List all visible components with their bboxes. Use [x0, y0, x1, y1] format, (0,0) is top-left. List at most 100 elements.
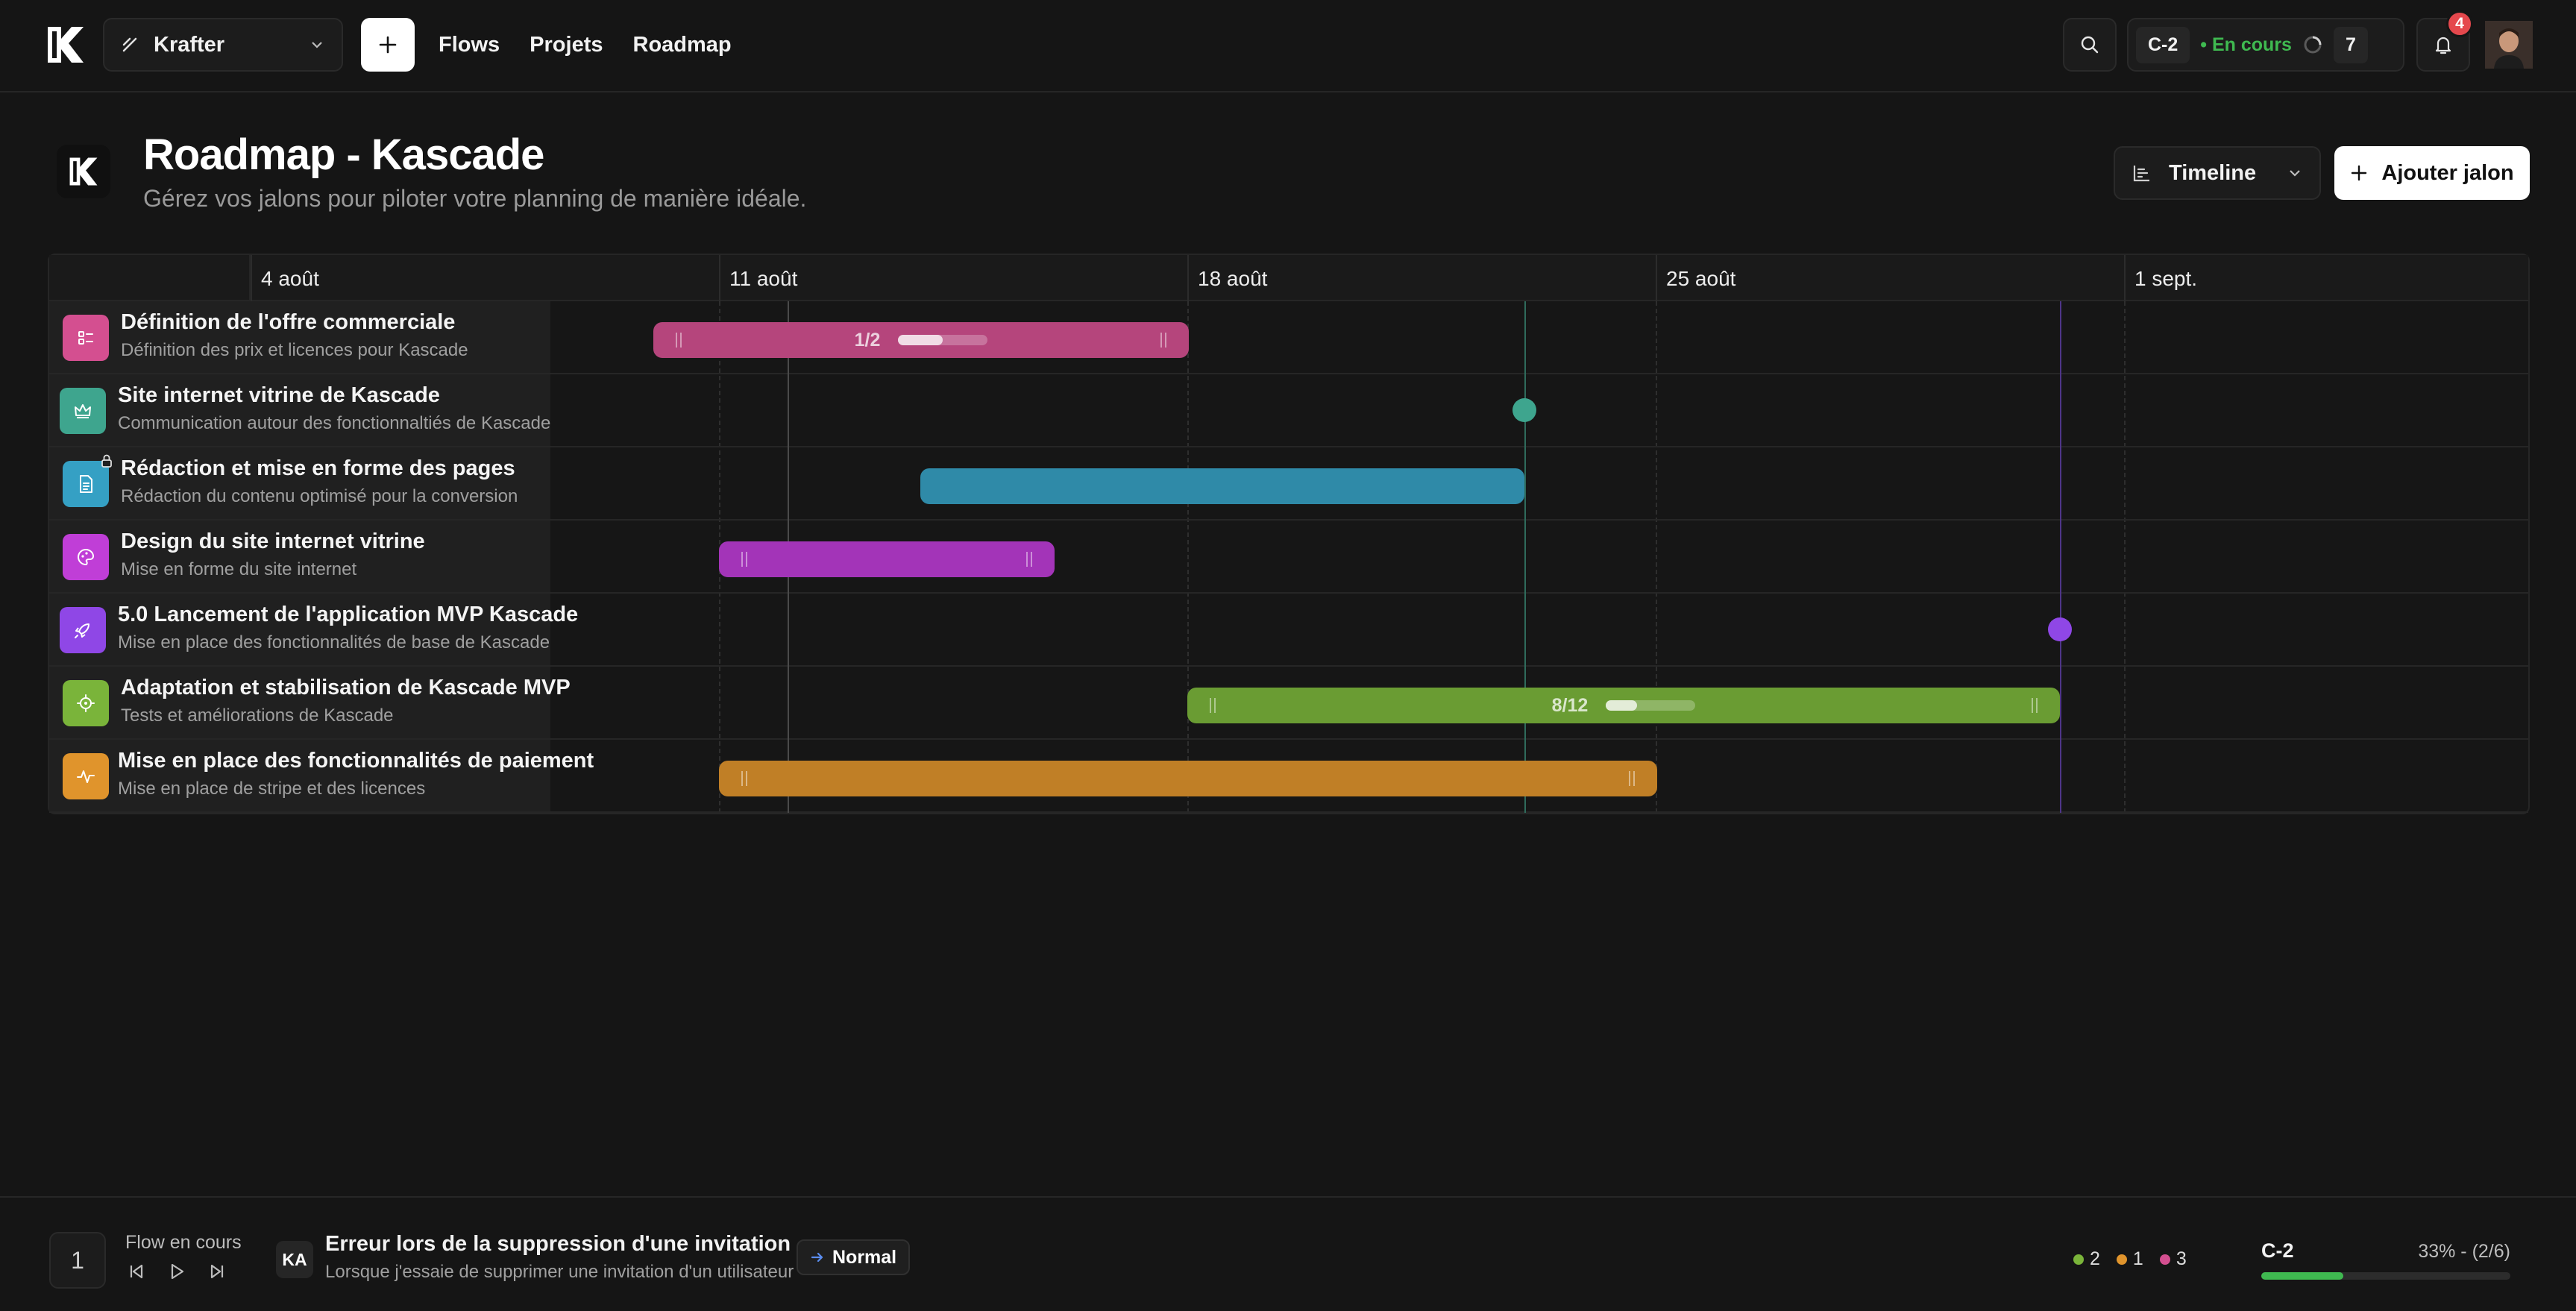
week-gridline — [1656, 301, 1657, 813]
search-icon — [2081, 36, 2099, 54]
week-label: 1 sept. — [2134, 267, 2198, 290]
milestone-row[interactable]: Rédaction et mise en forme des pages Réd… — [49, 447, 2528, 521]
milestone-description: Tests et améliorations de Kascade — [121, 705, 394, 726]
milestone-label-cell[interactable]: Définition de l'offre commerciale Défini… — [49, 301, 550, 373]
cycle-progress-fill — [2261, 1272, 2344, 1280]
priority-badge[interactable]: Normal — [797, 1239, 911, 1275]
task-title[interactable]: Erreur lors de la suppression d'une invi… — [325, 1232, 791, 1256]
top-navigation: Krafter Flows Projets Roadmap C-2 • En c… — [0, 0, 2576, 92]
lock-icon — [100, 453, 113, 468]
nav-projets[interactable]: Projets — [530, 32, 603, 57]
milestone-point[interactable] — [2048, 617, 2072, 641]
workspace-selector[interactable]: Krafter — [103, 18, 343, 72]
current-cycle-widget[interactable]: C-2 • En cours 7 — [2127, 18, 2404, 72]
milestone-bar[interactable] — [920, 468, 1524, 504]
chevron-down-icon — [2287, 165, 2303, 181]
legend-count: 2 — [2090, 1248, 2100, 1269]
milestone-row[interactable]: 5.0 Lancement de l'application MVP Kasca… — [49, 594, 2528, 667]
palette-icon — [63, 534, 109, 580]
cycle-count: 7 — [2333, 26, 2368, 63]
resize-handle-start[interactable] — [741, 552, 747, 567]
milestone-bar[interactable]: 1/2 — [653, 322, 1189, 358]
task-description: Lorsque j'essaie de supprimer une invita… — [325, 1262, 794, 1282]
milestone-progress — [1606, 700, 1696, 711]
week-divider — [251, 255, 252, 301]
priority-label: Normal — [832, 1246, 897, 1268]
nav-flows[interactable]: Flows — [439, 32, 500, 57]
play-icon[interactable] — [167, 1262, 186, 1281]
view-mode-label: Timeline — [2169, 160, 2257, 185]
milestone-point[interactable] — [1512, 398, 1536, 422]
cycle-code: C-2 — [2136, 26, 2190, 63]
notifications-button[interactable]: 4 — [2416, 10, 2473, 72]
milestone-progress-fill — [1606, 700, 1638, 711]
legend-dot — [2159, 1254, 2170, 1265]
week-gridline — [1187, 301, 1189, 813]
user-avatar[interactable] — [2485, 21, 2533, 69]
app-logo-icon[interactable] — [46, 25, 85, 64]
arrow-right-icon — [810, 1250, 825, 1265]
resize-handle-end[interactable] — [1026, 552, 1032, 567]
milestone-description: Mise en forme du site internet — [121, 559, 357, 579]
legend-item: 1 — [2116, 1248, 2143, 1270]
create-button[interactable] — [361, 18, 415, 72]
milestone-title: Design du site internet vitrine — [121, 529, 425, 553]
milestone-title: Adaptation et stabilisation de Kascade M… — [121, 676, 571, 699]
milestone-label-cell[interactable]: Design du site internet vitrine Mise en … — [49, 521, 550, 592]
legend-count: 3 — [2176, 1248, 2187, 1269]
milestone-label-cell[interactable]: Rédaction et mise en forme des pages Réd… — [49, 447, 550, 519]
legend-dot — [2116, 1254, 2127, 1265]
cycle-progress-bar — [2261, 1272, 2510, 1280]
milestone-row[interactable]: Site internet vitrine de Kascade Communi… — [49, 374, 2528, 447]
resize-handle-end[interactable] — [2032, 698, 2038, 713]
milestone-label-cell[interactable]: 5.0 Lancement de l'application MVP Kasca… — [49, 594, 578, 665]
list-icon — [63, 315, 109, 361]
milestone-description: Communication autour des fonctionnaltiés… — [118, 413, 551, 433]
milestone-row[interactable]: Design du site internet vitrine Mise en … — [49, 521, 2528, 594]
milestone-label-cell[interactable]: Mise en place des fonctionnalités de pai… — [49, 740, 594, 811]
timeline-header: 4 août 11 août 18 août 25 août 1 sept. — [49, 255, 2528, 301]
flow-status-legend: 2 1 3 — [2073, 1248, 2187, 1270]
milestone-description: Rédaction du contenu optimisé pour la co… — [121, 486, 518, 506]
workspace-icon — [121, 36, 139, 54]
milestone-row[interactable]: Adaptation et stabilisation de Kascade M… — [49, 667, 2528, 740]
view-mode-select[interactable]: Timeline — [2114, 146, 2321, 200]
skip-back-icon[interactable] — [127, 1262, 146, 1281]
resize-handle-end[interactable] — [1629, 771, 1635, 786]
rocket-icon — [60, 607, 106, 653]
search-button[interactable] — [2063, 18, 2117, 72]
crown-icon — [60, 388, 106, 434]
skip-forward-icon[interactable] — [207, 1262, 227, 1281]
notification-badge: 4 — [2446, 10, 2473, 37]
bell-icon — [2435, 37, 2451, 54]
milestone-bar[interactable] — [719, 761, 1657, 796]
add-milestone-button[interactable]: Ajouter jalon — [2334, 146, 2530, 200]
legend-dot — [2073, 1254, 2084, 1265]
roadmap-timeline: 4 août 11 août 18 août 25 août 1 sept. D… — [48, 254, 2530, 814]
milestone-bar[interactable]: 8/12 — [1187, 688, 2060, 723]
document-icon — [63, 461, 109, 507]
milestone-description: Définition des prix et licences pour Kas… — [121, 340, 468, 360]
milestone-row[interactable]: Mise en place des fonctionnalités de pai… — [49, 740, 2528, 813]
milestone-bar[interactable] — [719, 541, 1055, 577]
chevron-down-icon — [309, 37, 325, 53]
assignee-avatar[interactable]: KA — [276, 1241, 313, 1278]
resize-handle-start[interactable] — [1210, 698, 1216, 713]
resize-handle-start[interactable] — [676, 333, 682, 348]
week-divider — [1187, 255, 1189, 301]
week-label: 25 août — [1666, 267, 1736, 290]
week-divider — [1656, 255, 1657, 301]
milestone-title: Définition de l'offre commerciale — [121, 310, 456, 334]
milestone-label-cell[interactable]: Site internet vitrine de Kascade Communi… — [49, 374, 550, 446]
milestone-row[interactable]: Définition de l'offre commerciale Défini… — [49, 301, 2528, 374]
flow-number[interactable]: 1 — [49, 1232, 106, 1289]
add-milestone-label: Ajouter jalon — [2381, 160, 2514, 185]
milestone-label-cell[interactable]: Adaptation et stabilisation de Kascade M… — [49, 667, 571, 738]
nav-roadmap[interactable]: Roadmap — [632, 32, 732, 57]
milestone-title: Rédaction et mise en forme des pages — [121, 456, 515, 480]
resize-handle-end[interactable] — [1160, 333, 1166, 348]
milestone-title: Mise en place des fonctionnalités de pai… — [118, 749, 594, 773]
page-title: Roadmap - Kascade — [143, 131, 544, 179]
milestone-date-marker — [2060, 301, 2061, 813]
resize-handle-start[interactable] — [741, 771, 747, 786]
